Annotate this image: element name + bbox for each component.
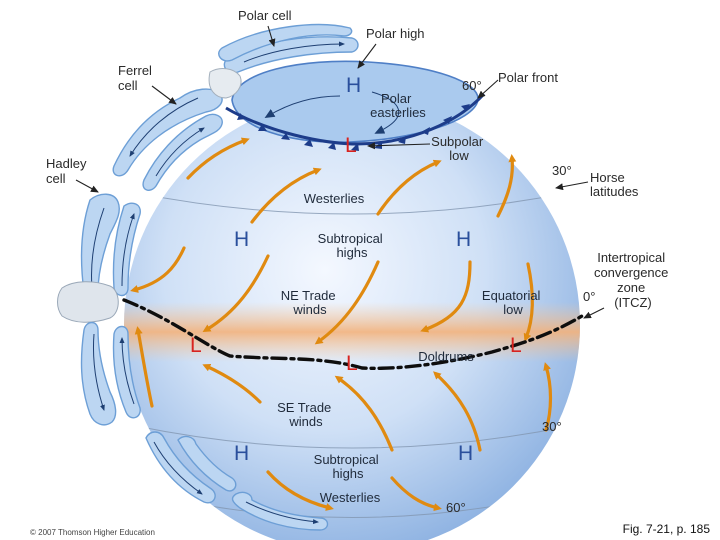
wind-arrow-westerly-south-2: [390, 476, 442, 512]
wind-arrow-ne-trade-5: [523, 262, 534, 342]
wind-arrow-ne-trade-1: [130, 246, 186, 293]
ferrel-cell-loops-south: [145, 431, 237, 504]
low-equatorial-west: L: [190, 334, 202, 357]
hadley-cell-loops-north: [80, 193, 141, 300]
high-subtropical-south-west: H: [234, 442, 249, 465]
equatorial-warm-band: [124, 302, 580, 362]
subtropical-highs-label: Subtropical highs: [318, 231, 387, 260]
pressure-symbols: H L H H L L L H H: [190, 74, 522, 465]
hadley-cell-loops-south: [80, 321, 141, 426]
low-equatorial-east: L: [510, 334, 522, 357]
inner-labels: Polar easterlies Westerlies Subtropical …: [277, 91, 544, 505]
itcz-line: [122, 298, 584, 370]
figure-reference: Fig. 7-21, p. 185: [622, 522, 710, 536]
lat-60-label: 60°: [462, 78, 482, 93]
horse-latitudes-label: Horse latitudes: [590, 170, 639, 199]
low-subpolar: L: [345, 134, 357, 157]
ferrel-cell-label: Ferrel cell: [118, 63, 156, 93]
latitude-30s: [135, 425, 571, 449]
wind-arrow-westerly-south-1: [266, 470, 334, 511]
high-subtropical-west: H: [234, 228, 249, 251]
subpolar-low-label: Subpolar low: [431, 134, 487, 163]
wind-arrow-se-trade-4: [433, 371, 482, 452]
wind-arrow-se-trade-3: [334, 375, 394, 452]
high-subtropical-south-east: H: [458, 442, 473, 465]
lat-30-south-label: 30°: [542, 419, 562, 434]
outer-labels: Polar cell Polar high Ferrel cell 60° Po…: [46, 8, 672, 515]
polar-easterlies-arrow: [371, 91, 400, 134]
wind-arrow-se-trade-5: [543, 362, 553, 432]
lat-0-label: 0°: [583, 289, 595, 304]
lat-60-south-label: 60°: [446, 500, 466, 515]
polar-front-line: [225, 92, 486, 151]
polar-high-outflow-arrow: [264, 95, 341, 119]
subtropical-highs-south-label: Subtropical highs: [314, 452, 383, 481]
polar-easterlies-label: Polar easterlies: [370, 91, 426, 120]
se-trade-winds-label: SE Trade winds: [277, 400, 335, 429]
high-polar: H: [346, 74, 361, 97]
polar-cell-loops-south: [231, 491, 329, 531]
wind-arrow-ne-trade-3: [314, 260, 380, 345]
equator-rising-air: [57, 68, 242, 323]
wind-arrow-se-trade-2: [202, 364, 262, 404]
high-subtropical-east: H: [456, 228, 471, 251]
doldrums-label: Doldrums: [418, 349, 474, 364]
ne-trade-winds-label: NE Trade winds: [281, 288, 340, 317]
low-equatorial-center: L: [346, 352, 358, 375]
polar-cell-label: Polar cell: [238, 8, 292, 23]
wind-arrow-westerly-4: [496, 154, 517, 218]
wind-arrow-westerly-1: [186, 137, 250, 180]
latitude-30n: [131, 191, 573, 215]
polar-front-label: Polar front: [498, 70, 558, 85]
equatorial-low-label: Equatorial low: [482, 288, 544, 317]
hadley-cell-label: Hadley cell: [46, 156, 90, 186]
wind-arrow-se-trade-1: [134, 326, 154, 408]
wind-arrow-ne-trade-2: [202, 254, 270, 333]
surface-wind-arrows: [130, 137, 553, 512]
wind-arrow-westerly-3: [376, 159, 442, 216]
itcz-label: Intertropical convergence zone (ITCZ): [594, 250, 672, 310]
lat-30-label: 30°: [552, 163, 572, 178]
globe: [124, 97, 580, 540]
polar-high-label: Polar high: [366, 26, 425, 41]
wind-arrow-westerly-2: [250, 167, 322, 224]
westerlies-label: Westerlies: [304, 191, 365, 206]
westerlies-south-label: Westerlies: [320, 490, 381, 505]
copyright-note: © 2007 Thomson Higher Education: [30, 528, 155, 537]
wind-arrow-ne-trade-4: [420, 260, 472, 333]
latitude-60s: [175, 499, 529, 518]
